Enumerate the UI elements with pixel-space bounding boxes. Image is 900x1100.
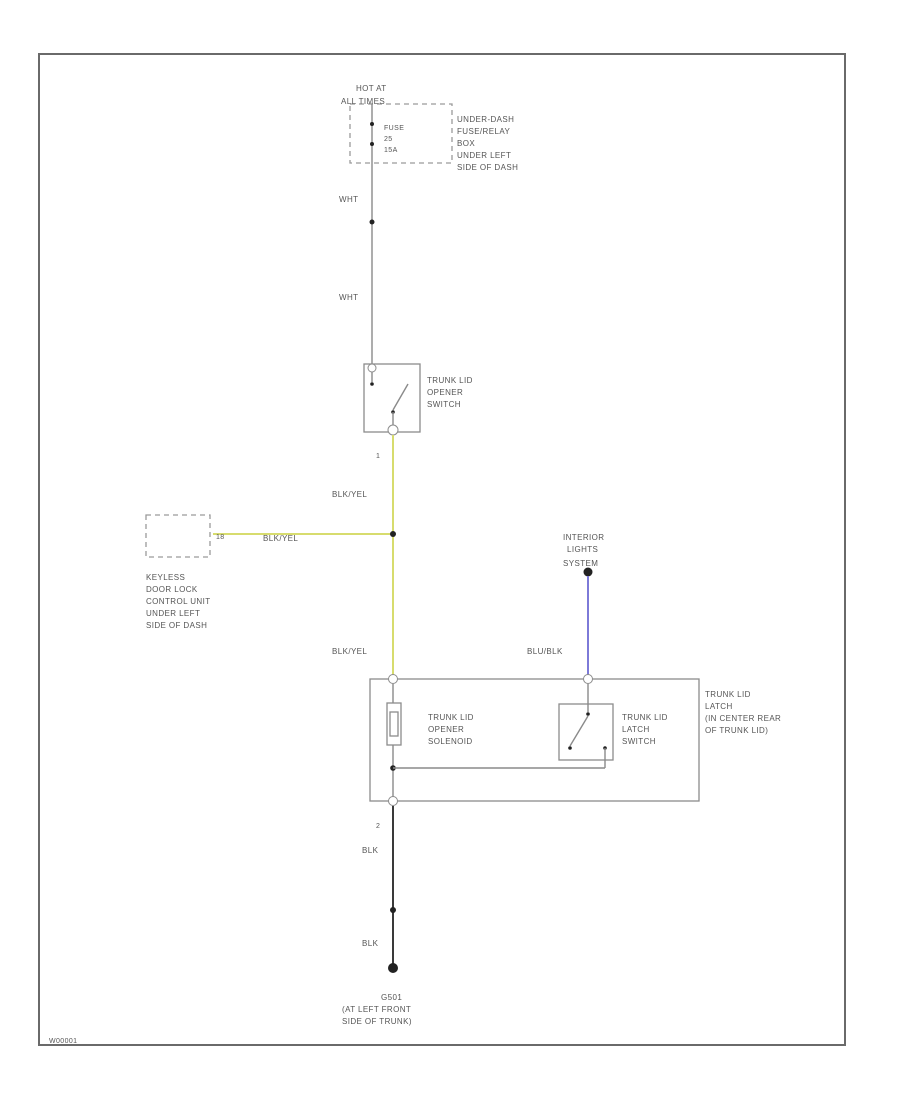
keyless-pin-label: 18 xyxy=(216,534,225,541)
keyless-label-2: DOOR LOCK xyxy=(146,585,198,594)
wht-wire: WHT WHT xyxy=(339,160,375,366)
blk-yel-splice xyxy=(390,531,396,537)
latch-switch-contact xyxy=(569,715,589,747)
solenoid-coil xyxy=(389,711,399,737)
blk-yel-label-lower: BLK/YEL xyxy=(332,647,367,656)
opener-switch-contact xyxy=(392,383,409,411)
keyless-box-outline xyxy=(145,514,211,558)
diagram-frame xyxy=(38,53,846,1046)
wht-label-upper: WHT xyxy=(339,195,358,204)
solenoid-label-2: OPENER xyxy=(428,725,464,734)
interior-lights-label-2: LIGHTS xyxy=(567,545,598,554)
fuse-box-label-3: BOX xyxy=(457,139,475,148)
latch-pin-ground xyxy=(388,796,398,806)
latch-assembly-box xyxy=(369,678,700,802)
diagram-id: W00001 xyxy=(49,1038,77,1045)
fuse-label-2: 25 xyxy=(384,136,393,143)
blk-yel-label-upper: BLK/YEL xyxy=(332,490,367,499)
ground-label-2: (AT LEFT FRONT xyxy=(342,1005,411,1014)
fuse-terminal-top xyxy=(370,122,374,126)
solenoid-label-1: TRUNK LID xyxy=(428,713,474,722)
blu-blk-label: BLU/BLK xyxy=(527,647,563,656)
keyless-label-1: KEYLESS xyxy=(146,573,185,582)
wht-splice xyxy=(369,219,375,225)
fuse-box-outline xyxy=(349,103,453,164)
interior-lights-label-1: INTERIOR xyxy=(563,533,604,542)
blk-yel-wire: BLK/YEL BLK/YEL BLK/YEL xyxy=(213,435,396,678)
ground-label-1: G501 xyxy=(381,993,402,1002)
latch-pin-switch xyxy=(583,674,593,684)
opener-switch-pin-label: 1 xyxy=(376,453,380,460)
latch-assembly-label-2: LATCH xyxy=(705,702,733,711)
ground-wire: 2 BLK BLK G501 (AT LEFT FRONT SIDE OF TR… xyxy=(342,806,412,1026)
fuse-box-label-1: UNDER-DASH xyxy=(457,115,514,124)
fuse-label-1: FUSE xyxy=(384,125,404,132)
interior-lights-system: INTERIOR LIGHTS SYSTEM BLU/BLK xyxy=(527,533,604,677)
opener-switch-pin-top xyxy=(367,363,377,373)
ground-terminal xyxy=(388,963,398,973)
keyless-label-4: UNDER LEFT xyxy=(146,609,200,618)
latch-assembly-label-1: TRUNK LID xyxy=(705,690,751,699)
opener-switch-label-3: SWITCH xyxy=(427,400,461,409)
fuse-box-label-5: SIDE OF DASH xyxy=(457,163,518,172)
interior-lights-terminal xyxy=(583,567,593,577)
blk-yel-label-branch: BLK/YEL xyxy=(263,534,298,543)
latch-switch-label-3: SWITCH xyxy=(622,737,656,746)
latch-switch-label-2: LATCH xyxy=(622,725,650,734)
keyless-label-5: SIDE OF DASH xyxy=(146,621,207,630)
latch-pin-ground-label: 2 xyxy=(376,823,380,830)
opener-switch-label-2: OPENER xyxy=(427,388,463,397)
fuse-source: HOT AT ALL TIMES FUSE 25 15A UNDER-DASH … xyxy=(341,84,518,172)
latch-switch-box xyxy=(558,703,614,761)
opener-switch-label-1: TRUNK LID xyxy=(427,376,473,385)
latch-assembly-label-4: OF TRUNK LID) xyxy=(705,726,768,735)
fuse-box-label-4: UNDER LEFT xyxy=(457,151,511,160)
latch-pin-solenoid xyxy=(388,674,398,684)
hot-label-1: HOT AT xyxy=(356,84,387,93)
fuse-label-3: 15A xyxy=(384,147,398,154)
keyless-control-unit: 18 KEYLESS DOOR LOCK CONTROL UNIT UNDER … xyxy=(145,514,225,630)
opener-switch-pin-bottom xyxy=(387,424,399,436)
blk-label-upper: BLK xyxy=(362,846,379,855)
solenoid-body xyxy=(386,702,402,746)
blk-label-lower: BLK xyxy=(362,939,379,948)
solenoid-label-3: SOLENOID xyxy=(428,737,473,746)
trunk-lid-opener-switch: TRUNK LID OPENER SWITCH 1 xyxy=(363,363,473,460)
fuse-box-label-2: FUSE/RELAY xyxy=(457,127,510,136)
latch-assembly-label-3: (IN CENTER REAR xyxy=(705,714,781,723)
latch-switch-label-1: TRUNK LID xyxy=(622,713,668,722)
fuse-terminal-bottom xyxy=(370,142,374,146)
ground-label-3: SIDE OF TRUNK) xyxy=(342,1017,412,1026)
blk-splice xyxy=(390,907,396,913)
keyless-label-3: CONTROL UNIT xyxy=(146,597,211,606)
interior-lights-label-3: SYSTEM xyxy=(563,559,598,568)
hot-label-2: ALL TIMES xyxy=(341,97,385,106)
trunk-lid-latch-assembly: TRUNK LID LATCH (IN CENTER REAR OF TRUNK… xyxy=(369,674,781,806)
wht-label-lower: WHT xyxy=(339,293,358,302)
